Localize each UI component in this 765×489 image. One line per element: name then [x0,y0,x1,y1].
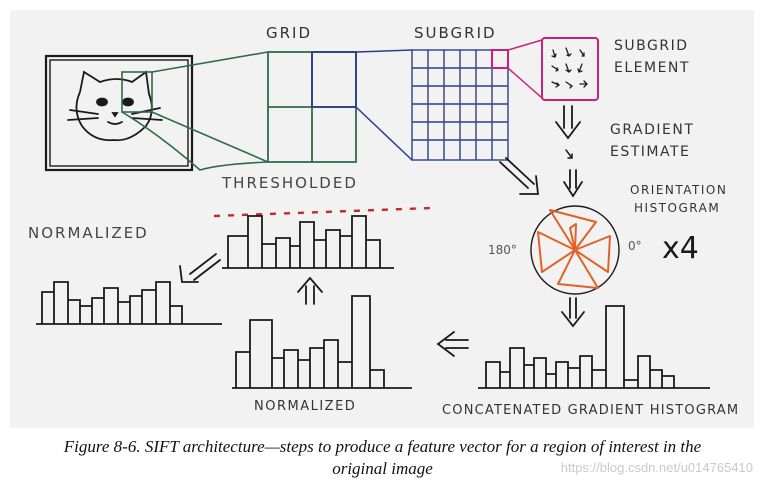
gradient-estimate-label-word-1: GRADIENT [610,122,694,138]
subgrid-selected-cell [491,49,509,69]
grid-label: GRID [266,24,312,42]
angle-0-label: 0° [628,239,642,253]
orientation-histogram-label-word-1: ORIENTATION [630,183,727,197]
left-arrow-icon [436,331,469,357]
times-four-label: x4 [662,231,699,266]
angle-180-label: 180° [488,243,517,257]
orientation-histogram-label: ORIENTATION HISTOGRAM [630,183,733,215]
subgrid-element-label-word-2: ELEMENT [614,60,690,76]
up-arrow-icon [297,276,323,305]
element-connector [507,39,543,99]
subgrid-element [541,37,599,101]
down-arrow-icon-3 [561,297,585,328]
thresholded-label: THRESHOLDED [221,174,358,192]
small-gradient-arrow-icon [565,149,573,159]
subgrid-element-label: SUBGRID ELEMENT [614,38,694,76]
caption-line-2: original image [332,459,433,478]
normalized-top-histogram [36,281,222,325]
grid-connector [121,51,269,171]
normalized-top-label: NORMALIZED [28,224,149,242]
subgrid-element-label-word-1: SUBGRID [614,38,688,54]
sift-diagram: GRID SUBGRID [10,10,754,428]
gradient-estimate-label: GRADIENT ESTIMATE [610,122,700,160]
figure-caption: Figure 8-6. SIFT architecture—steps to p… [0,436,765,480]
orientation-histogram-label-word-2: HISTOGRAM [634,201,720,215]
normalized-histogram [232,295,412,389]
diagonal-left-arrow-icon [179,253,221,283]
normalized-bottom-label: NORMALIZED [254,399,356,414]
gradient-arrows-icon [551,47,588,89]
caption-line-1: Figure 8-6. SIFT architecture—steps to p… [63,437,702,456]
source-image [44,54,194,172]
orientation-histogram [537,209,611,289]
orientation-circle [530,205,620,295]
diagonal-arrow-icon [499,157,540,195]
gradient-estimate-label-word-2: ESTIMATE [610,144,690,160]
subgrid-connector [355,49,413,161]
cat-image-icon [67,70,163,142]
subgrid-label: SUBGRID [414,24,497,42]
down-arrow-icon-2 [563,169,583,198]
watermark: https://blog.csdn.net/u014765410 [560,460,753,475]
concatenated-label: CONCATENATED GRADIENT HISTOGRAM [442,403,739,418]
concatenated-histogram [478,305,710,389]
down-arrow-icon [555,105,581,140]
thresholded-histogram [222,215,394,269]
